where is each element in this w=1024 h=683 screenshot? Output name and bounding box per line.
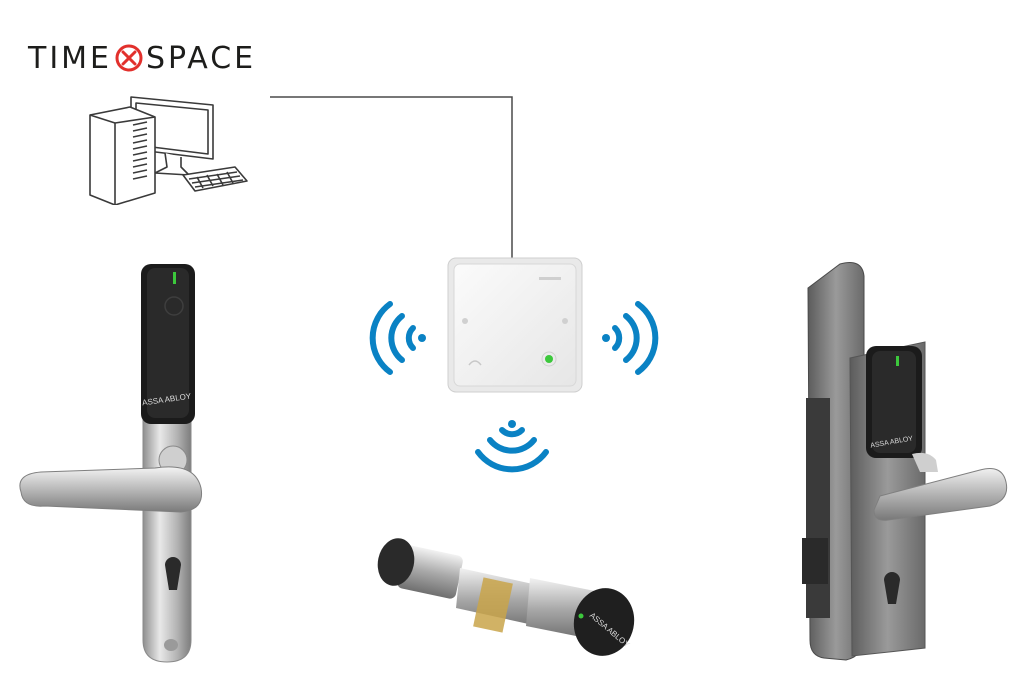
escutcheon-lock-right: ASSA ABLOY	[802, 262, 1008, 661]
wireless-left-icon	[369, 301, 426, 375]
wireless-hub-device	[447, 257, 583, 393]
logo-text-space: SPACE	[146, 40, 257, 76]
cylinder-lock: ASSA ABLOY	[377, 538, 635, 656]
logo-text-time: TIME	[28, 40, 113, 76]
timespace-logo: TIME SPACE	[28, 38, 256, 78]
computer-icon	[89, 96, 248, 205]
escutcheon-lock-left: ASSA ABLOY	[19, 264, 203, 663]
wireless-down-icon	[475, 420, 549, 473]
circle-x-logo-icon	[115, 44, 143, 72]
wireless-right-icon	[602, 301, 659, 375]
